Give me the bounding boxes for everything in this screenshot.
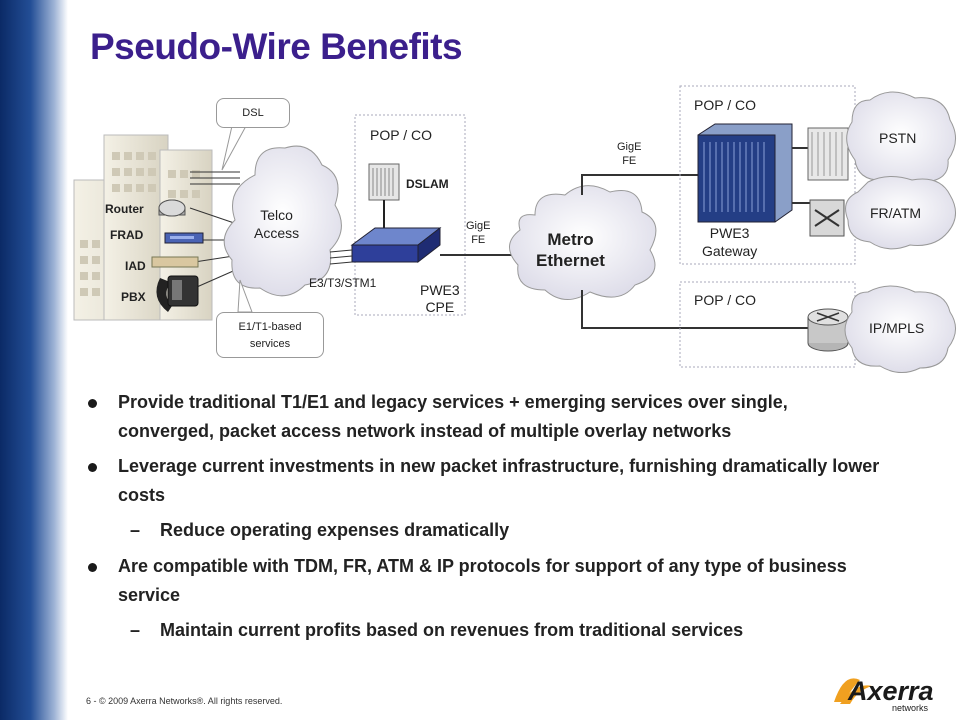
telco-access-cloud xyxy=(223,145,342,297)
gige-fe-left-label: GigE FE xyxy=(466,219,490,247)
gige-fe-top-label: GigE FE xyxy=(617,140,641,168)
gateway-links xyxy=(792,147,810,204)
sidebar-gradient xyxy=(0,0,68,720)
axerra-logo: Axerra networks xyxy=(834,676,934,713)
pop-co-left-box xyxy=(354,114,466,316)
telco-access-line1: Telco xyxy=(260,207,293,223)
pwe3-cpe-label: PWE3 CPE xyxy=(420,282,460,316)
pwe3-cpe-icon xyxy=(350,226,442,264)
network-diagram xyxy=(73,85,956,373)
e1t1-callout: E1/T1-based services xyxy=(216,312,324,358)
iad-icon xyxy=(151,256,199,268)
logo-main: Axerra xyxy=(847,676,934,706)
pwe3-gateway-icon xyxy=(697,123,793,223)
router-icon xyxy=(158,199,186,217)
bullet-dot xyxy=(88,563,97,572)
sub-bullet-item: – Reduce operating expenses dramatically xyxy=(86,516,886,544)
router-label: Router xyxy=(105,202,144,216)
metro-ipmpls-link xyxy=(581,290,808,329)
frad-label: FRAD xyxy=(110,228,144,242)
sub-bullet-text: Reduce operating expenses dramatically xyxy=(160,520,510,540)
pop-co-bottom-label: POP / CO xyxy=(694,292,756,308)
fr-atm-switch-icon xyxy=(809,199,845,237)
ip-mpls-router-icon xyxy=(807,308,849,352)
bullet-item: Leverage current investments in new pack… xyxy=(86,452,886,509)
sub-bullet-dash: – xyxy=(130,520,141,540)
pwe3-gw-line1: PWE3 xyxy=(709,225,750,241)
bullet-text: Provide traditional T1/E1 and legacy ser… xyxy=(118,392,788,441)
pstn-switch-icon xyxy=(807,127,849,181)
pwe3-gw-line2: Gateway xyxy=(702,243,758,259)
pwe3-cpe-line2: CPE xyxy=(425,299,455,315)
telco-access-line2: Access xyxy=(254,225,300,241)
fr-atm-label: FR/ATM xyxy=(870,205,922,221)
ip-mpls-label: IP/MPLS xyxy=(869,320,925,336)
e1t1-label-line2: services xyxy=(249,338,291,350)
bullet-item: Provide traditional T1/E1 and legacy ser… xyxy=(86,388,886,445)
gige-top-line1: GigE xyxy=(617,141,642,153)
sub-bullet-item: – Maintain current profits based on reve… xyxy=(86,616,886,644)
bullet-list: Provide traditional T1/E1 and legacy ser… xyxy=(86,388,886,652)
ip-mpls-cloud xyxy=(844,285,956,373)
e3-lines xyxy=(329,249,353,265)
sub-bullet-dash: – xyxy=(130,620,141,640)
sub-bullet-text: Maintain current profits based on revenu… xyxy=(160,620,744,640)
bullet-dot xyxy=(88,463,97,472)
dsl-callout: DSL xyxy=(216,98,290,128)
callout-tails xyxy=(221,125,253,313)
pop-co-left-label: POP / CO xyxy=(370,127,432,143)
bullet-dot xyxy=(88,399,97,408)
slide-title: Pseudo-Wire Benefits xyxy=(90,26,463,67)
metro-line1: Metro xyxy=(547,230,594,249)
bullet-text: Leverage current investments in new pack… xyxy=(118,456,880,505)
bullet-item: Are compatible with TDM, FR, ATM & IP pr… xyxy=(86,552,886,609)
pwe3-gateway-label: PWE3 Gateway xyxy=(702,224,757,260)
pop-co-top-box xyxy=(679,85,856,265)
gige-left-line2: FE xyxy=(471,234,486,246)
e1t1-label-line1: E1/T1-based xyxy=(238,321,302,333)
pbx-label: PBX xyxy=(121,290,146,304)
pbx-icon xyxy=(156,275,199,312)
logo-sub: networks xyxy=(892,703,929,713)
metro-ethernet-cloud xyxy=(509,185,657,300)
bullet-text: Are compatible with TDM, FR, ATM & IP pr… xyxy=(118,556,847,605)
gige-left-line1: GigE xyxy=(466,220,491,232)
telco-access-label: Telco Access xyxy=(254,206,299,242)
pop-co-top-label: POP / CO xyxy=(694,97,756,113)
footer-copyright: 6 - © 2009 Axerra Networks®. All rights … xyxy=(86,696,283,706)
e3t3-stm1-label: E3/T3/STM1 xyxy=(309,276,377,290)
fr-atm-cloud xyxy=(845,176,956,250)
pwe3-cpe-line1: PWE3 xyxy=(420,282,460,298)
metro-gateway-link xyxy=(581,174,700,195)
metro-ethernet-label: Metro Ethernet xyxy=(536,229,605,271)
pstn-label: PSTN xyxy=(879,130,917,146)
dslam-label: DSLAM xyxy=(406,177,449,191)
dslam-icon xyxy=(368,163,400,201)
metro-line2: Ethernet xyxy=(536,251,605,270)
iad-label: IAD xyxy=(125,259,146,273)
dsl-label: DSL xyxy=(242,107,264,119)
gige-top-line2: FE xyxy=(622,155,637,167)
frad-icon xyxy=(164,232,204,244)
